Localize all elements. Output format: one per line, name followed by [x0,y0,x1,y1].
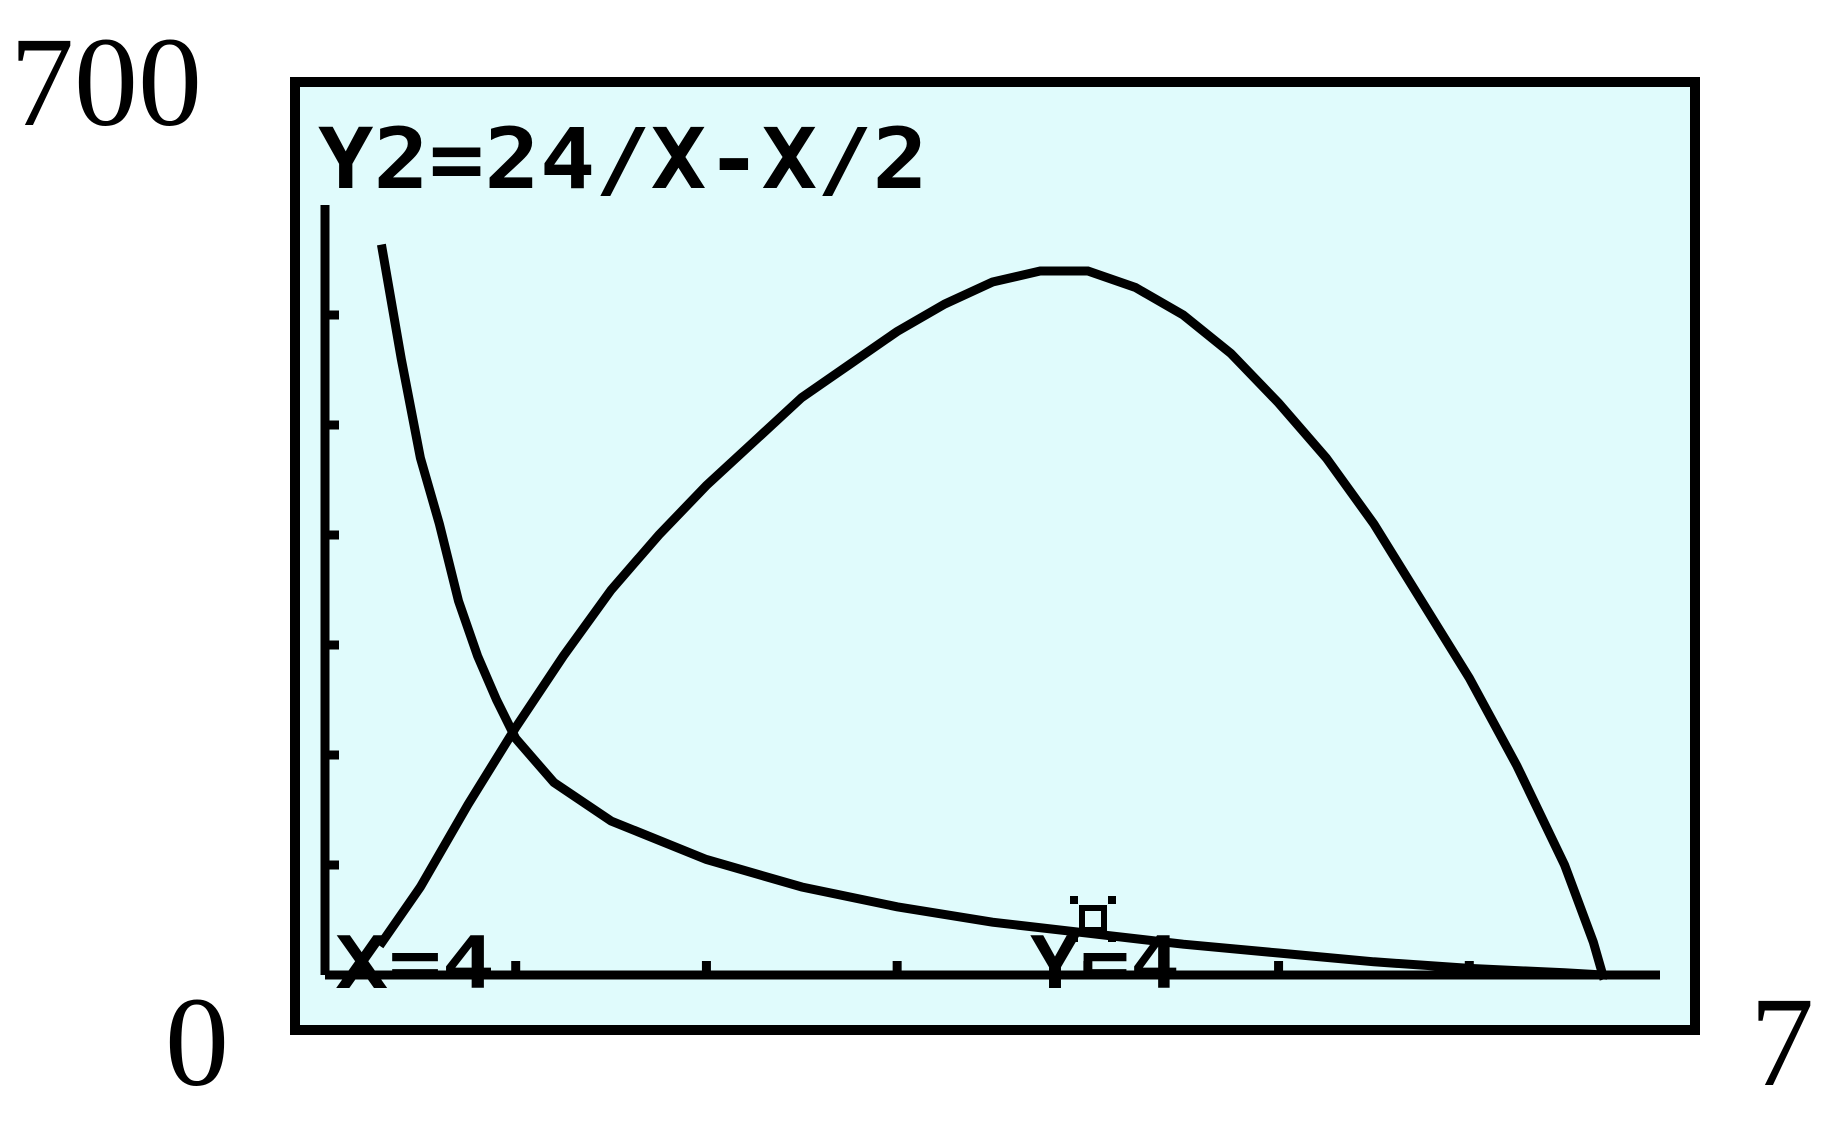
trace-y-label: Y=4 [1030,921,1180,1005]
y-min-label: 0 [165,971,229,1113]
series-line-y1 [375,266,1609,981]
y-max-label: 700 [10,11,202,153]
x-max-label: 7 [1750,971,1814,1113]
equation-label: Y2=24/X-X/2 [318,110,928,208]
plot-area [320,205,1660,981]
series-line-y2 [376,243,1608,980]
trace-x-label: X=4 [335,921,495,1005]
calculator-screen [290,77,1700,1035]
trace-cursor-icon [1070,896,1116,942]
